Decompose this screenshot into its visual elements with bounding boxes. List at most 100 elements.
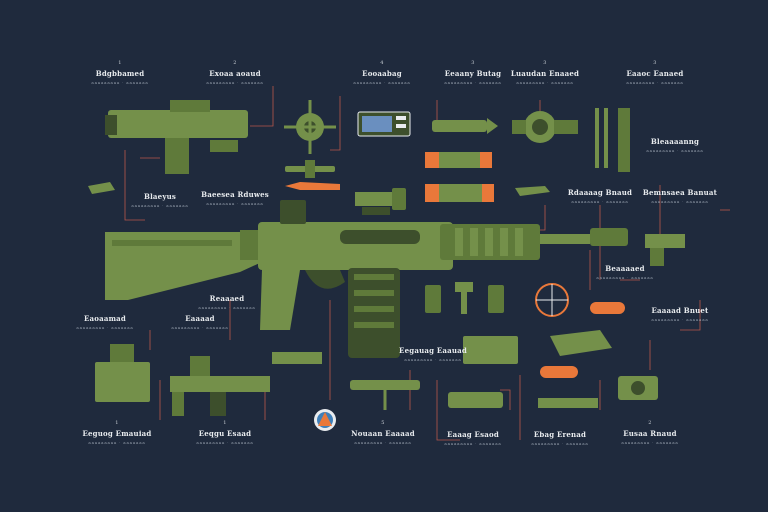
callout-subtext: ааааааааа · ааааааа bbox=[626, 80, 684, 85]
pin-part bbox=[285, 160, 335, 178]
callout-subtext: ааааааааа · ааааааа bbox=[621, 440, 679, 445]
callout-subtext: ааааааааа · ааааааа bbox=[131, 203, 189, 208]
small-trigger-part bbox=[88, 182, 115, 194]
callout-subtext: ааааааааа · ааааааа bbox=[444, 80, 502, 85]
callout-subtext: ааааааааа · ааааааа bbox=[171, 325, 229, 330]
callout-title: Ebag Erenad bbox=[533, 430, 587, 439]
mag-parts bbox=[425, 282, 518, 364]
callout-title: Reaaaed bbox=[209, 294, 245, 303]
callout-number: 1 bbox=[115, 420, 119, 426]
bipod-part bbox=[350, 380, 420, 410]
callout-title: Bleaaaanng bbox=[650, 137, 700, 146]
flashlight-part bbox=[355, 188, 406, 215]
callout-label: Reaaaed ааааааааа · ааааааа bbox=[172, 294, 282, 310]
logo-badge bbox=[314, 409, 336, 431]
callout-title: Rdaaaag Bnaud bbox=[567, 188, 633, 197]
camera-part bbox=[618, 376, 658, 400]
callout-label: Bemnsaea Banuat ааааааааа · ааааааа bbox=[625, 188, 735, 204]
callout-title: Eeguog Emauiad bbox=[82, 429, 152, 438]
callout-subtext: ааааааааа · ааааааа bbox=[651, 199, 709, 204]
callout-title: Exoaa aoaud bbox=[209, 69, 261, 78]
callout-subtext: ааааааааа · ааааааа bbox=[76, 325, 134, 330]
callout-title: Eaaaad bbox=[185, 314, 215, 323]
callout-title: Eaaoc Eanaed bbox=[626, 69, 684, 78]
vehicle-part bbox=[550, 330, 612, 356]
callout-subtext: ааааааааа · ааааааа bbox=[531, 441, 589, 446]
callout-title: Eeaany Butag bbox=[444, 69, 502, 78]
rail-part bbox=[538, 398, 598, 408]
callout-subtext: ааааааааа · ааааааа bbox=[88, 440, 146, 445]
callout-title: Eaaag Esaod bbox=[447, 430, 499, 439]
small-bolt-part bbox=[515, 186, 550, 196]
mount-part bbox=[272, 352, 322, 364]
callout-title: Eusaa Rnaud bbox=[623, 429, 677, 438]
rod-parts bbox=[595, 108, 630, 172]
callout-title: Luaudan Enaaed bbox=[510, 69, 580, 78]
callout-number: 3 bbox=[653, 60, 657, 66]
callout-title: Bemnsaea Banuat bbox=[642, 188, 718, 197]
callout-number: 1 bbox=[118, 60, 122, 66]
callout-title: Eegauag Eaauad bbox=[399, 346, 467, 355]
callout-subtext: ааааааааа · ааааааа bbox=[516, 80, 574, 85]
callout-number: 3 bbox=[471, 60, 475, 66]
callout-subtext: ааааааааа · ааааааа bbox=[444, 441, 502, 446]
leader-lines bbox=[124, 86, 730, 441]
callout-label: Eaaag Esaod ааааааааа · ааааааа bbox=[418, 430, 528, 446]
callout-label: Eaoaamad ааааааааа · ааааааа bbox=[50, 314, 160, 330]
callout-title: Eaaaad Bnuet bbox=[651, 306, 709, 315]
callout-number: 2 bbox=[648, 420, 652, 426]
callout-title: Baeesea Rduwes bbox=[201, 190, 269, 199]
callout-label: Rdaaaag Bnaud ааааааааа · ааааааа bbox=[545, 188, 655, 204]
callout-subtext: ааааааааа · ааааааа bbox=[206, 80, 264, 85]
barrel-part-top bbox=[432, 118, 498, 134]
callout-subtext: ааааааааа · ааааааа bbox=[353, 80, 411, 85]
callout-subtext: ааааааааа · ааааааа bbox=[91, 80, 149, 85]
callout-subtext: ааааааааа · ааааааа bbox=[596, 275, 654, 280]
callout-title: Nouaan Eaaaad bbox=[351, 429, 415, 438]
rifle-main-illustration bbox=[105, 200, 628, 358]
callout-title: Eaoaamad bbox=[83, 314, 127, 323]
callout-label: Ebag Erenad ааааааааа · ааааааа bbox=[505, 430, 615, 446]
callout-label: Blaeyus ааааааааа · ааааааа bbox=[105, 192, 215, 208]
right-grip-part bbox=[645, 234, 685, 266]
callout-number: 1 bbox=[223, 420, 227, 426]
callout-subtext: ааааааааа · ааааааа bbox=[198, 305, 256, 310]
callout-number: 2 bbox=[233, 60, 237, 66]
callout-title: Beaaaaed bbox=[605, 264, 645, 273]
callout-title: Eeqgu Esaad bbox=[198, 429, 252, 438]
callout-subtext: ааааааааа · ааааааа bbox=[196, 440, 254, 445]
callout-subtext: ааааааааа · ааааааа bbox=[404, 357, 462, 362]
lower-receiver-part bbox=[170, 356, 270, 416]
callout-number: 4 bbox=[380, 60, 384, 66]
callout-subtext: ааааааааа · ааааааа bbox=[571, 199, 629, 204]
callout-label: Beaaaaed ааааааааа · ааааааа bbox=[570, 264, 680, 280]
orange-tag-part bbox=[540, 302, 625, 378]
suppressor-part bbox=[448, 392, 503, 408]
callout-title: Bdgbbamed bbox=[95, 69, 145, 78]
sight-display-part bbox=[357, 111, 411, 137]
upper-receiver-part bbox=[105, 100, 248, 174]
orange-pin-part bbox=[285, 182, 340, 190]
orange-grip-parts bbox=[425, 152, 494, 202]
handguard-part bbox=[95, 344, 150, 402]
callout-label: Eaaaad ааааааааа · ааааааа bbox=[145, 314, 255, 330]
compass-part bbox=[535, 283, 569, 317]
scope-ring-part bbox=[512, 111, 578, 143]
callout-subtext: ааааааааа · ааааааа bbox=[354, 440, 412, 445]
callout-number: 3 bbox=[543, 60, 547, 66]
callout-title: Blaeyus bbox=[143, 192, 177, 201]
wheel-part bbox=[284, 100, 336, 154]
